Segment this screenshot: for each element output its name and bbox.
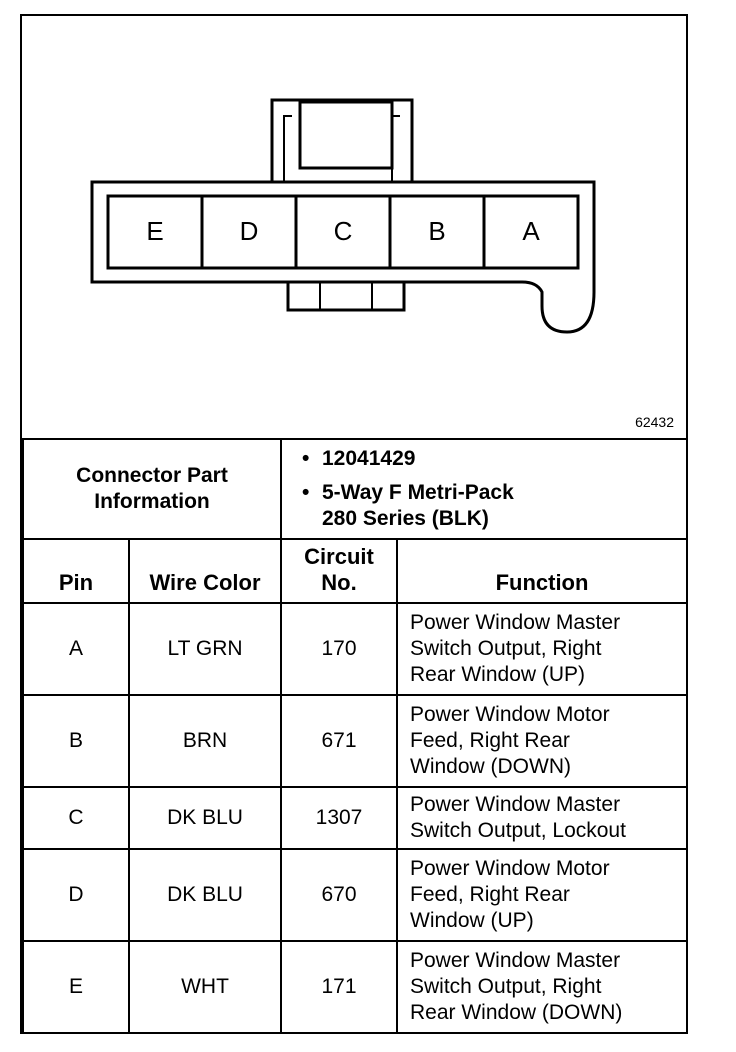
bottom-key [286, 282, 406, 312]
table-header-row: Pin Wire Color Circuit No. Function [22, 538, 688, 604]
connector-drawing [90, 98, 596, 334]
pinout-table: Connector Part Information • 12041429 • … [22, 438, 688, 1034]
function-line: Power Window Motor [410, 857, 610, 880]
connector-info-row: Connector Part Information • 12041429 • … [22, 438, 688, 540]
pin-label: A [522, 216, 540, 246]
circuit-cell: 1307 [280, 786, 398, 850]
function-line: Rear Window (DOWN) [410, 1001, 623, 1024]
function-line: Switch Output, Right [410, 637, 602, 660]
pin-cell: D [22, 848, 130, 942]
housing-outline [90, 180, 596, 334]
wire-color-cell: DK BLU [128, 848, 282, 942]
header-wire-color: Wire Color [128, 538, 282, 604]
connector-info-list: • 12041429 • 5-Way F Metri-Pack 280 Seri… [280, 438, 688, 540]
function-line: Power Window Motor [410, 703, 610, 726]
pin-cell: B [22, 694, 130, 788]
header-circuit: Circuit No. [280, 538, 398, 604]
connector-series: 280 Series (BLK) [322, 507, 489, 530]
circuit-cell: 670 [280, 848, 398, 942]
header-pin: Pin [22, 538, 130, 604]
circuit-cell: 170 [280, 602, 398, 696]
wire-color-cell: DK BLU [128, 786, 282, 850]
pin-label: C [333, 216, 353, 246]
wire-color-cell: BRN [128, 694, 282, 788]
connector-info-item: • 5-Way F Metri-Pack 280 Series (BLK) [302, 480, 686, 532]
part-number: 12041429 [322, 447, 416, 470]
figure-number: 62432 [635, 414, 674, 430]
function-line: Window (DOWN) [410, 755, 571, 778]
connector-info-label: Connector Part Information [22, 438, 282, 540]
bullet-icon: • [302, 447, 310, 470]
function-line: Feed, Right Rear [410, 883, 570, 906]
connector-info-label-line: Information [94, 490, 210, 513]
connector-info-item: • 12041429 [302, 446, 686, 472]
function-line: Power Window Master [410, 793, 621, 816]
bullet-icon: • [302, 481, 310, 504]
header-circuit-line: No. [321, 570, 357, 595]
pin-cell: E [22, 940, 130, 1034]
function-line: Feed, Right Rear [410, 729, 570, 752]
function-line: Power Window Master [410, 611, 621, 634]
pin-label: D [239, 216, 259, 246]
wire-color-cell: LT GRN [128, 602, 282, 696]
wire-color-cell: WHT [128, 940, 282, 1034]
header-circuit-line: Circuit [304, 544, 374, 569]
function-line: Switch Output, Lockout [410, 819, 626, 842]
connector-info-label-line: Connector Part [76, 464, 228, 487]
pin-cell: A [22, 602, 130, 696]
function-line: Window (UP) [410, 909, 534, 932]
connector-diagram: E D C B A 62432 [22, 16, 686, 438]
header-function: Function [396, 538, 688, 604]
function-line: Power Window Master [410, 949, 621, 972]
pin-label: E [146, 216, 164, 246]
function-line: Switch Output, Right [410, 975, 602, 998]
function-line: Rear Window (UP) [410, 663, 586, 686]
pin-cell: C [22, 786, 130, 850]
latch-window [298, 100, 394, 170]
pin-label: B [428, 216, 446, 246]
connector-type: 5-Way F Metri-Pack [322, 481, 514, 504]
latch-outer [270, 98, 414, 182]
cavity-row [106, 194, 580, 270]
circuit-cell: 671 [280, 694, 398, 788]
circuit-cell: 171 [280, 940, 398, 1034]
connector-sheet: E D C B A 62432 Connector Part Informati… [20, 14, 688, 1034]
